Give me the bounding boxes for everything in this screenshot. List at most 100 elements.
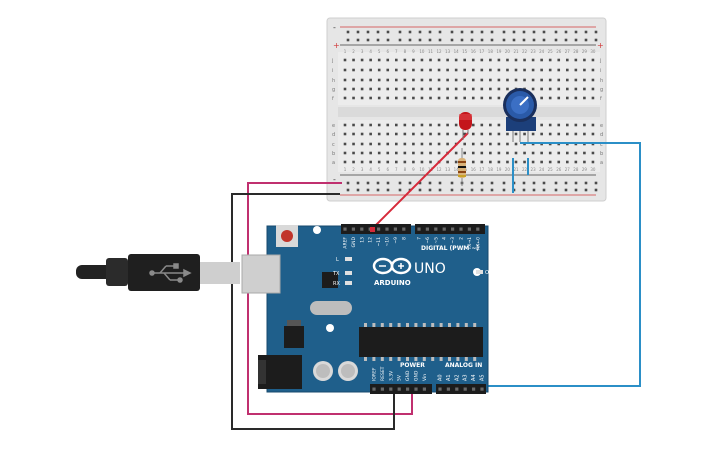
breadboard-hole[interactable] xyxy=(412,142,415,146)
breadboard-hole[interactable] xyxy=(420,96,424,100)
breadboard-hole[interactable] xyxy=(489,160,492,164)
breadboard-hole[interactable] xyxy=(360,142,364,146)
breadboard-hole[interactable] xyxy=(540,160,543,164)
breadboard-hole[interactable] xyxy=(429,96,432,100)
breadboard-hole[interactable] xyxy=(420,151,424,155)
breadboard-hole[interactable] xyxy=(489,78,492,82)
rail-hole[interactable] xyxy=(418,30,422,34)
breadboard-hole[interactable] xyxy=(489,123,492,127)
breadboard-hole[interactable] xyxy=(574,132,578,136)
breadboard-hole[interactable] xyxy=(574,123,578,127)
digital-pin-hole[interactable] xyxy=(393,227,397,231)
breadboard-hole[interactable] xyxy=(514,58,518,62)
breadboard-hole[interactable] xyxy=(454,123,458,127)
breadboard-hole[interactable] xyxy=(377,160,381,164)
digital-pin-hole[interactable] xyxy=(451,227,455,231)
rail-hole[interactable] xyxy=(490,38,494,42)
rail-hole[interactable] xyxy=(502,38,506,42)
power-pin-hole[interactable] xyxy=(406,387,410,391)
breadboard-hole[interactable] xyxy=(548,96,552,100)
rail-hole[interactable] xyxy=(542,30,546,34)
breadboard-hole[interactable] xyxy=(395,78,398,82)
led[interactable] xyxy=(459,112,472,140)
resistor[interactable] xyxy=(458,148,466,186)
rail-hole[interactable] xyxy=(490,30,494,34)
breadboard-hole[interactable] xyxy=(471,87,475,91)
rail-hole[interactable] xyxy=(574,181,578,185)
rail-hole[interactable] xyxy=(594,188,598,192)
breadboard-hole[interactable] xyxy=(506,87,509,91)
breadboard-hole[interactable] xyxy=(591,68,595,72)
rail-hole[interactable] xyxy=(564,188,568,192)
breadboard-hole[interactable] xyxy=(497,151,501,155)
potentiometer[interactable] xyxy=(503,88,537,142)
breadboard-hole[interactable] xyxy=(531,78,535,82)
rail-hole[interactable] xyxy=(584,38,588,42)
breadboard-hole[interactable] xyxy=(497,142,501,146)
breadboard-hole[interactable] xyxy=(429,123,432,127)
rail-hole[interactable] xyxy=(502,181,506,185)
rail-hole[interactable] xyxy=(470,30,474,34)
rail-hole[interactable] xyxy=(532,181,536,185)
breadboard-hole[interactable] xyxy=(352,132,355,136)
breadboard-hole[interactable] xyxy=(377,142,381,146)
breadboard-hole[interactable] xyxy=(591,132,595,136)
breadboard-hole[interactable] xyxy=(412,96,415,100)
breadboard-hole[interactable] xyxy=(591,78,595,82)
rail-hole[interactable] xyxy=(386,181,390,185)
breadboard-hole[interactable] xyxy=(540,123,543,127)
breadboard-hole[interactable] xyxy=(377,151,381,155)
breadboard-hole[interactable] xyxy=(583,160,586,164)
rail-hole[interactable] xyxy=(594,30,598,34)
rail-hole[interactable] xyxy=(512,30,516,34)
breadboard-hole[interactable] xyxy=(454,78,458,82)
breadboard-hole[interactable] xyxy=(369,151,372,155)
rail-hole[interactable] xyxy=(428,30,432,34)
rail-hole[interactable] xyxy=(574,188,578,192)
breadboard-hole[interactable] xyxy=(360,160,364,164)
breadboard-hole[interactable] xyxy=(377,123,381,127)
breadboard-hole[interactable] xyxy=(574,151,578,155)
breadboard-hole[interactable] xyxy=(523,132,526,136)
breadboard-hole[interactable] xyxy=(548,68,552,72)
breadboard-hole[interactable] xyxy=(343,151,347,155)
breadboard-hole[interactable] xyxy=(360,68,364,72)
breadboard-hole[interactable] xyxy=(343,58,347,62)
breadboard-hole[interactable] xyxy=(377,132,381,136)
rail-hole[interactable] xyxy=(356,30,360,34)
breadboard-hole[interactable] xyxy=(523,151,526,155)
breadboard-hole[interactable] xyxy=(437,142,441,146)
breadboard-hole[interactable] xyxy=(514,151,518,155)
breadboard-hole[interactable] xyxy=(489,68,492,72)
breadboard-hole[interactable] xyxy=(420,142,424,146)
rail-hole[interactable] xyxy=(366,181,370,185)
breadboard-hole[interactable] xyxy=(386,87,390,91)
breadboard-hole[interactable] xyxy=(352,123,355,127)
breadboard-hole[interactable] xyxy=(480,142,484,146)
rail-hole[interactable] xyxy=(376,188,380,192)
breadboard-hole[interactable] xyxy=(506,142,509,146)
breadboard-hole[interactable] xyxy=(360,87,364,91)
breadboard-hole[interactable] xyxy=(412,132,415,136)
breadboard-hole[interactable] xyxy=(437,68,441,72)
breadboard-hole[interactable] xyxy=(480,160,484,164)
breadboard-hole[interactable] xyxy=(377,58,381,62)
rail-hole[interactable] xyxy=(522,181,526,185)
breadboard-hole[interactable] xyxy=(403,78,407,82)
breadboard-hole[interactable] xyxy=(540,68,543,72)
breadboard-hole[interactable] xyxy=(343,68,347,72)
breadboard-hole[interactable] xyxy=(429,58,432,62)
breadboard-hole[interactable] xyxy=(429,160,432,164)
wire-black[interactable] xyxy=(231,193,395,430)
breadboard-hole[interactable] xyxy=(429,78,432,82)
analog-pin-hole[interactable] xyxy=(438,387,442,391)
rail-hole[interactable] xyxy=(450,181,454,185)
rail-hole[interactable] xyxy=(386,30,390,34)
breadboard-hole[interactable] xyxy=(454,160,458,164)
rail-hole[interactable] xyxy=(438,30,442,34)
breadboard-hole[interactable] xyxy=(574,68,578,72)
analog-header[interactable] xyxy=(436,384,486,394)
wire-blue-signal[interactable] xyxy=(488,142,641,387)
rail-hole[interactable] xyxy=(470,181,474,185)
